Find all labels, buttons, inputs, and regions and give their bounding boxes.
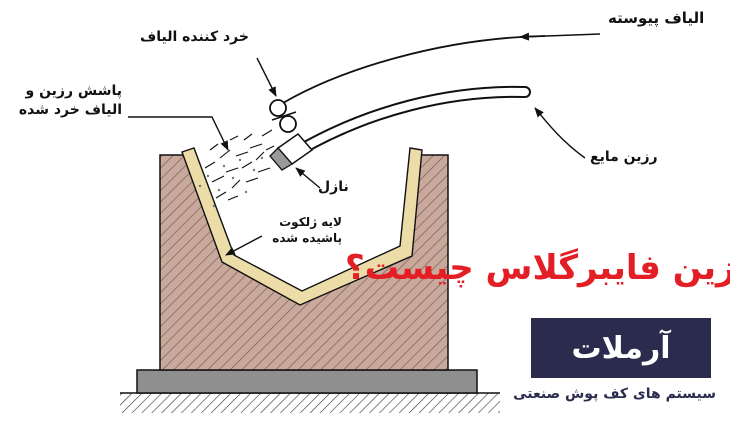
headline-title: رزین فایبرگلاس چیست؟ xyxy=(345,248,730,288)
label-continuous-fiber: الیاف پیوسته xyxy=(608,9,705,27)
label-nozzle: نازل xyxy=(318,179,349,195)
arrow-liquid-resin xyxy=(534,107,586,159)
ground-hatching xyxy=(120,393,500,413)
arrow-gelcoat xyxy=(225,235,263,256)
logo-tagline: سیستم های کف پوش صنعتی xyxy=(513,386,716,402)
brand-logo: آرملات xyxy=(531,318,711,378)
logo-mark: آرملات xyxy=(571,330,671,366)
mold-base xyxy=(136,369,478,394)
label-gelcoat-layer: لایه ژلکوت پاشیده شده xyxy=(272,215,342,246)
resin-spray-dots xyxy=(198,156,264,208)
chopped-fiber-spray xyxy=(204,129,275,201)
continuous-fiber-strand xyxy=(282,35,546,104)
spray-gun xyxy=(269,132,314,171)
gelcoat-layer xyxy=(181,147,423,306)
arrow-nozzle xyxy=(295,167,321,189)
liquid-resin-hose xyxy=(294,85,531,156)
label-resin-spray: پاشش رزین و الیاف خرد شده xyxy=(18,83,122,118)
label-fiber-chopper: خرد کننده الیاف xyxy=(140,29,249,45)
arrow-continuous-fiber xyxy=(519,32,601,41)
arrow-resin-spray xyxy=(128,116,229,151)
label-liquid-resin: رزین مایع xyxy=(590,149,658,165)
arrow-chopper xyxy=(256,57,277,97)
fiber-chopper-icon xyxy=(269,99,297,133)
